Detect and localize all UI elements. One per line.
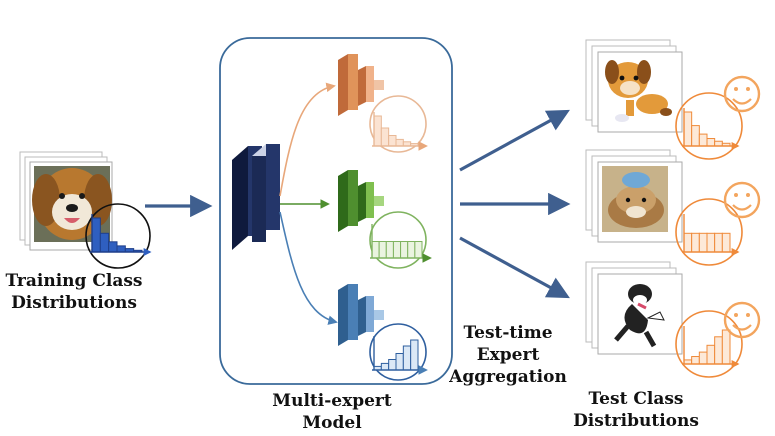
expert-tail-hist-bar [380,362,390,371]
test-image-stack-3 [585,261,683,355]
expert-uniform-hist-bar [392,241,402,259]
smiley-icon [723,301,761,339]
expert-tail-hist-bar [410,339,419,371]
model-label-line1: Multi-expert [272,391,392,411]
expert-uniform-hist-bar [400,241,409,259]
expert-tail-hist-bar [395,353,404,371]
arrow-to-test-1 [459,109,570,172]
training-label-line1: Training Class [5,271,143,291]
test-hist-1-bar [691,125,700,147]
branch-head [279,82,336,197]
test-hist-3-bar [698,351,708,365]
test-distribution-2 [675,198,743,266]
aggregation-label-line3: Aggregation [449,367,567,387]
expert-tail-hist-bar [388,359,397,371]
expert-uniform-hist-bar [385,241,394,259]
test-hist-3-bar [721,329,731,365]
test-distribution-1 [675,92,743,160]
expert-head-hist-bar [373,115,382,147]
expert-uniform-hist-bar [414,241,423,259]
branch-tail [279,211,338,325]
aggregation-label-line2: Expert [476,345,540,365]
expert-uniform-block [338,170,384,232]
expert-uniform-hist-bar [378,241,387,259]
training-hist-bar [108,241,118,253]
expert-head-distribution [369,95,428,153]
test-hist-3-bar [714,336,723,365]
test-label-line1: Test Class [588,389,684,409]
test-hist-2-bar [714,232,723,253]
cartoon-dog [605,60,672,122]
model-label: Multi-expert Model [262,390,402,434]
multi-expert-model-frame [219,37,453,385]
test-hist-2-bar [698,232,708,253]
aggregation-label-line1: Test-time [463,323,553,343]
test-hist-2-bar [706,232,716,253]
test-hist-1-bar [706,138,716,147]
expert-uniform-hist-bar [371,241,380,259]
expert-tail-hist-bar [402,345,412,371]
test-hist-3-bar [706,344,716,365]
expert-uniform-hist-bar [407,241,416,259]
test-image-stack-2 [585,149,683,243]
expert-head-block [338,54,384,116]
test-label: Test Class Distributions [566,388,706,432]
expert-tail-block [338,284,384,346]
expert-head-hist-bar [395,138,404,147]
aggregation-label: Test-time Expert Aggregation [446,322,570,388]
training-hist-bar [91,217,101,253]
training-label: Training Class Distributions [4,270,144,314]
shared-backbone [232,144,280,250]
expert-head-hist-bar [380,127,390,147]
test-hist-2-bar [721,232,731,253]
test-hist-3-bar [691,356,700,365]
training-hist-bar [116,245,126,253]
model-label-line2: Model [302,413,362,433]
test-hist-1-bar [683,111,693,147]
expert-tail-distribution [369,323,428,381]
smiley-icon [723,181,761,219]
training-distribution [85,203,152,269]
test-label-line2: Distributions [573,411,699,431]
test-distribution-3 [675,310,743,378]
test-image-stack-1 [585,39,683,133]
training-label-line2: Distributions [11,293,137,313]
training-hist-bar [99,232,110,253]
smiley-icon [723,75,761,113]
test-hist-1-bar [698,133,708,147]
test-hist-2-bar [691,232,700,253]
cartoon-dog-running [614,284,665,348]
arrow-to-test-3 [459,236,570,299]
bulldog-photo [602,166,668,232]
test-hist-2-bar [683,232,693,253]
expert-uniform-distribution [369,211,432,269]
expert-head-hist-bar [388,135,397,147]
